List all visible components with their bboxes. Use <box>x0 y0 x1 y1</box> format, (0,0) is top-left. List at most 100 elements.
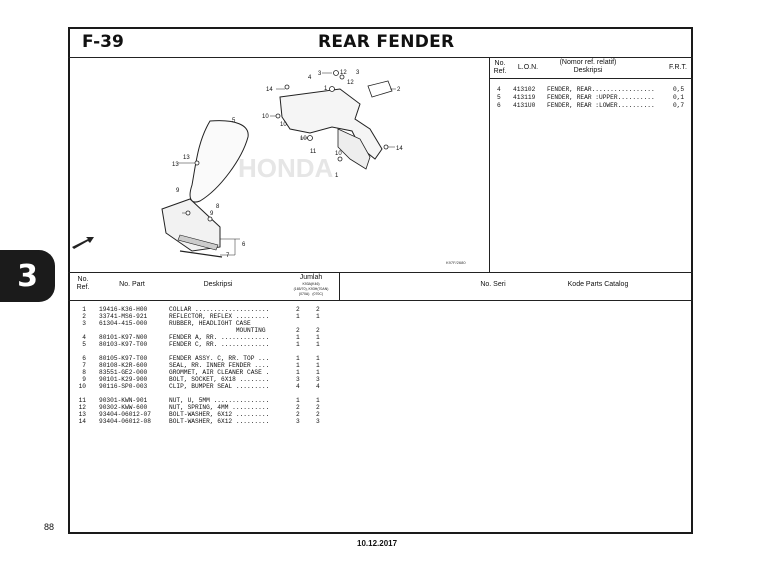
parts-cell-desc: MOUNTING <box>169 327 266 334</box>
parts-cell-q2: 1 <box>316 397 320 404</box>
parts-header-no-seri: No. Seri <box>480 281 506 288</box>
parts-cell-q1: 1 <box>296 362 300 369</box>
parts-cell-desc: SEAL, RR. INNER FENDER .... <box>169 362 270 369</box>
parts-cell-part: 90301-KWN-901 <box>99 397 148 404</box>
page-title: REAR FENDER <box>318 32 455 52</box>
ref-cell-desc: FENDER, REAR................. <box>547 86 655 93</box>
callout-numbers: 3 12 3 4 12 2 14 1 10 10 5 10 11 10 14 1… <box>172 70 403 259</box>
parts-cell-desc: BOLT-WASHER, 6X12 ......... <box>169 418 270 425</box>
parts-cell-desc: FENDER C, RR. ............. <box>169 341 270 348</box>
ref-header-frt: F.R.T. <box>669 64 687 71</box>
fasteners <box>185 70 389 222</box>
parts-cell-q2: 2 <box>316 411 320 418</box>
parts-cell-part: 80108-K2R-600 <box>99 362 148 369</box>
parts-cell-no: 2 <box>82 313 86 320</box>
page-date: 10.12.2017 <box>357 539 398 548</box>
parts-cell-no: 4 <box>82 334 86 341</box>
parts-cell-desc: GROMMET, AIR CLEANER CASE . <box>169 369 270 376</box>
parts-cell-no: 1 <box>82 306 86 313</box>
ref-cell-no: 5 <box>497 94 501 101</box>
callout-16: 1 <box>324 86 328 92</box>
callout-12a: 12 <box>340 70 347 76</box>
parts-cell-part: 93404-06012-08 <box>99 418 151 425</box>
callout-9b: 9 <box>210 211 214 217</box>
parts-cell-q1: 1 <box>296 369 300 376</box>
ref-cell-lon: 413119 <box>513 94 536 101</box>
parts-cell-desc: COLLAR .................... <box>169 306 270 313</box>
parts-cell-no: 8 <box>82 369 86 376</box>
parts-cell-q1: 2 <box>296 404 300 411</box>
callout-10c: 10 <box>300 136 307 142</box>
parts-cell-q1: 1 <box>296 313 300 320</box>
parts-cell-desc: CLIP, BUMPER SEAL ......... <box>169 383 270 390</box>
ref-cell-no: 4 <box>497 86 501 93</box>
parts-cell-no: 9 <box>82 376 86 383</box>
ref-cell-lon: 413102 <box>513 86 536 93</box>
seal-strip <box>179 250 223 258</box>
ref-cell-no: 6 <box>497 102 501 109</box>
ref-cell-lon: 4131U0 <box>513 102 536 109</box>
parts-cell-desc: NUT, U, 5MM ............... <box>169 397 270 404</box>
callout-14b: 14 <box>396 146 403 152</box>
parts-cell-part: 80105-K97-T00 <box>99 355 148 362</box>
parts-cell-q2: 2 <box>316 327 320 334</box>
ref-cell-desc: FENDER, REAR :LOWER.......... <box>547 102 655 109</box>
parts-cell-desc: REFLECTOR, REFLEX ......... <box>169 313 270 320</box>
diagram-code: K97F/2680 <box>446 260 466 265</box>
parts-cell-q1: 1 <box>296 341 300 348</box>
parts-cell-q2: 4 <box>316 383 320 390</box>
parts-cell-part: 19416-K36-H00 <box>99 306 148 313</box>
ref-header-divider <box>489 78 693 79</box>
callout-10d: 10 <box>335 151 342 157</box>
callout-14a: 14 <box>266 87 273 93</box>
parts-cell-no: 10 <box>78 383 86 390</box>
parts-cell-q2: 1 <box>316 313 320 320</box>
exploded-diagram: HONDA 3 12 3 4 12 2 14 1 10 10 5 10 11 1… <box>72 70 403 259</box>
parts-cell-no: 11 <box>78 397 86 404</box>
callout-1: 1 <box>335 173 339 179</box>
parts-cell-q1: 1 <box>296 334 300 341</box>
lower-fender-part <box>161 198 221 252</box>
inner-fender-seal <box>177 234 219 251</box>
parts-cell-q2: 1 <box>316 341 320 348</box>
parts-cell-desc: FENDER ASSY. C, RR. TOP ... <box>169 355 270 362</box>
parts-cell-part: 33741-MS6-921 <box>99 313 148 320</box>
callout-3b: 3 <box>356 70 360 76</box>
rear-fender-body <box>279 88 383 160</box>
parts-cell-part: 90302-KWW-600 <box>99 404 148 411</box>
callout-11: 11 <box>310 149 317 155</box>
parts-cell-no: 7 <box>82 362 86 369</box>
ref-header-no: No.Ref. <box>493 60 507 75</box>
parts-cell-q2: 1 <box>316 355 320 362</box>
callout-4: 4 <box>308 75 312 81</box>
chapter-tab[interactable]: 3 <box>0 250 55 302</box>
parts-cell-part: 90116-SP0-003 <box>99 383 148 390</box>
parts-cell-no: 6 <box>82 355 86 362</box>
parts-cell-q1: 1 <box>296 355 300 362</box>
parts-header-top <box>68 272 693 273</box>
parts-header-bottom <box>68 300 693 301</box>
page-frame <box>68 27 693 534</box>
parts-cell-part: 61304-415-000 <box>99 320 148 327</box>
callout-10b: 10 <box>280 122 287 128</box>
parts-cell-part: 80103-K97-T00 <box>99 341 148 348</box>
callout-3a: 3 <box>318 71 322 77</box>
parts-cell-q1: 3 <box>296 418 300 425</box>
parts-cell-q2: 2 <box>316 306 320 313</box>
ref-cell-frt: 0,5 <box>673 86 685 93</box>
parts-cell-no: 5 <box>82 341 86 348</box>
callout-10a: 10 <box>262 114 269 120</box>
parts-cell-q1: 3 <box>296 376 300 383</box>
parts-cell-q1: 1 <box>296 397 300 404</box>
section-code: F-39 <box>82 32 124 52</box>
parts-cell-q2: 3 <box>316 418 320 425</box>
parts-col-divider <box>339 272 340 300</box>
parts-cell-desc: FENDER A, RR. ............. <box>169 334 270 341</box>
callout-2: 2 <box>397 87 401 93</box>
parts-cell-desc: BOLT, SOCKET, 6X18 ........ <box>169 376 270 383</box>
reflector-part <box>367 80 393 98</box>
parts-header-jumlah: Jumlah K93A(K46) (165/70), K93H(70AN) (0… <box>293 274 329 296</box>
callout-5: 5 <box>232 118 236 124</box>
parts-cell-desc: NUT, SPRING, 4MM .......... <box>169 404 270 411</box>
honda-watermark: HONDA <box>238 153 334 183</box>
